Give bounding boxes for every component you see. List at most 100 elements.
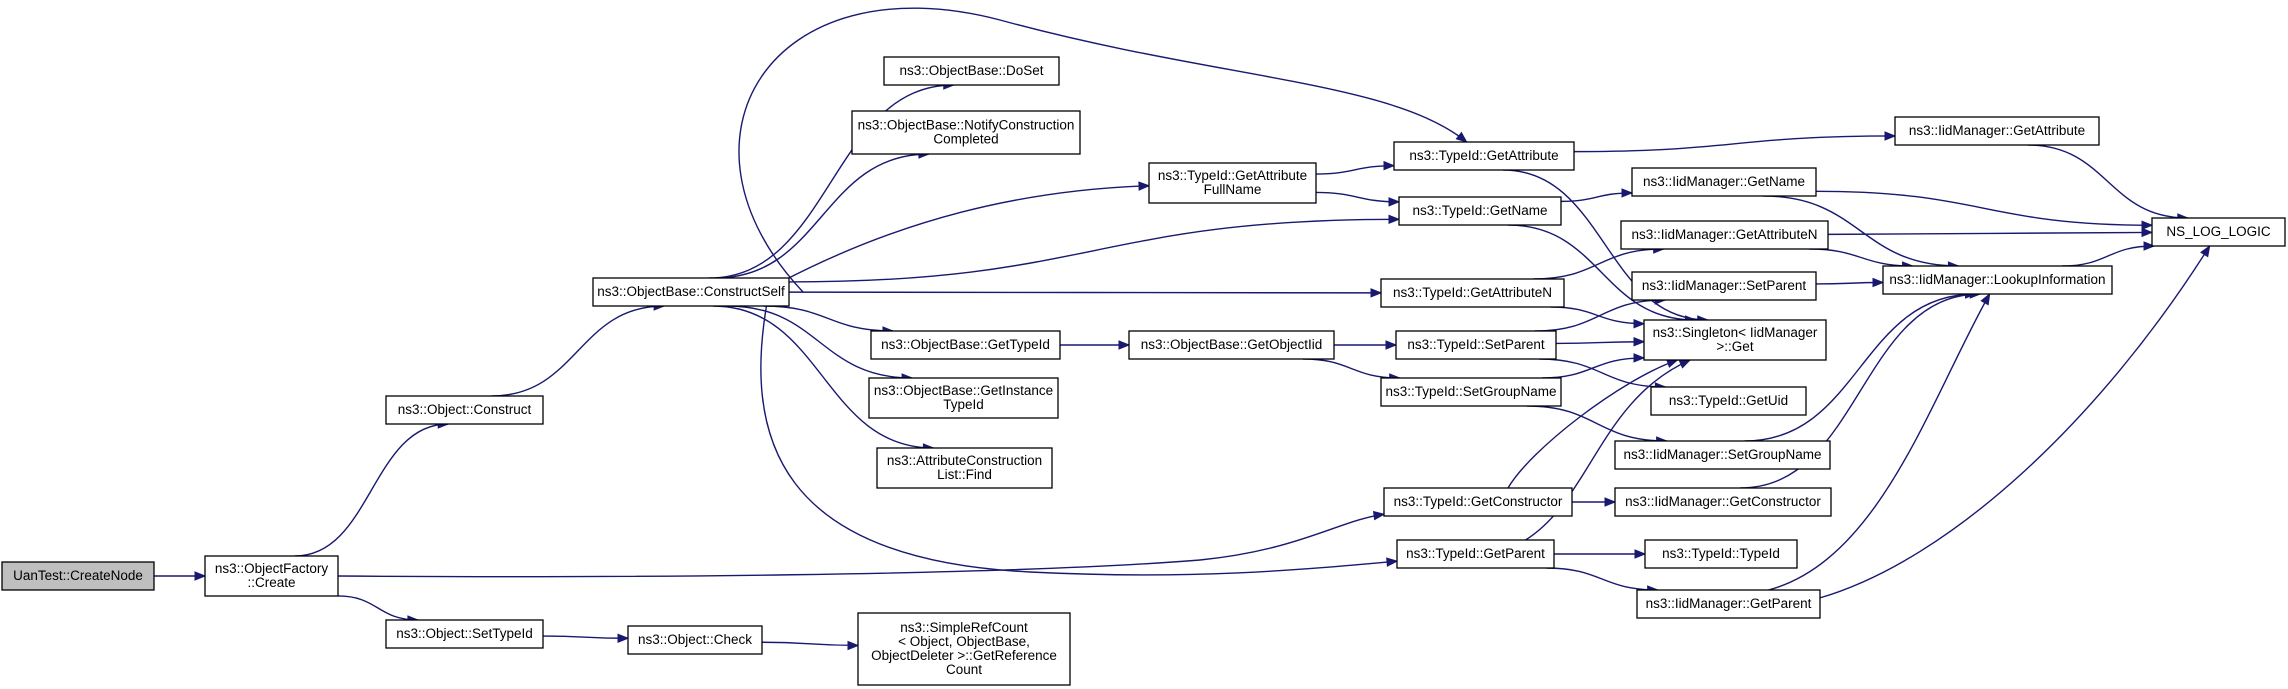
node-notifyconstr[interactable]: ns3::ObjectBase::NotifyConstructionCompl… (851, 110, 1081, 155)
node-box (385, 619, 544, 649)
edge-tid_getname-to-iid_getname (1560, 188, 1634, 203)
node-iid-getparent[interactable]: ns3::IidManager::GetParent (1636, 589, 1821, 619)
node-tid-typeid[interactable]: ns3::TypeId::TypeId (1644, 539, 1798, 569)
node-tid-getuid[interactable]: ns3::TypeId::GetUid (1650, 386, 1807, 416)
node-uantest[interactable]: UanTest::CreateNode (1, 561, 155, 591)
node-label: ns3::TypeId::GetUid (1669, 393, 1788, 408)
edge-iid_setparent-to-iid_lookupinfo (1815, 277, 1885, 288)
node-box (1380, 278, 1565, 308)
node-iid-getname[interactable]: ns3::IidManager::GetName (1631, 167, 1817, 197)
edge-constructself-to-tid_getattrfullname (780, 181, 1151, 283)
node-box (1395, 330, 1557, 360)
node-label: ns3::TypeId::GetName (1412, 203, 1547, 218)
edge-line (1815, 190, 2153, 226)
arrowhead (1386, 557, 1399, 567)
node-singleton-get[interactable]: ns3::Singleton< IidManager>::Get (1643, 319, 1827, 361)
arrowhead (1678, 359, 1692, 369)
node-label: ns3::IidManager::GetName (1643, 174, 1805, 189)
arrowhead (1621, 188, 1634, 198)
edge-iid_setgroupname-to-iid_lookupinfo (1744, 289, 1977, 442)
node-label: ns3::IidManager::LookupInformation (1889, 272, 2105, 287)
node-tid-setgroupname[interactable]: ns3::TypeId::SetGroupName (1380, 377, 1562, 407)
arrowhead (847, 640, 860, 651)
edge-line (1555, 341, 1645, 345)
node-tid-getattributen[interactable]: ns3::TypeId::GetAttributeN (1380, 278, 1565, 308)
arrowhead (2143, 241, 2156, 251)
node-obj-check[interactable]: ns3::Object::Check (627, 625, 763, 655)
node-label: < Object, ObjectBase, (898, 634, 1030, 649)
node-obj-construct[interactable]: ns3::Object::Construct (385, 395, 544, 425)
node-label: ns3::ObjectBase::DoSet (899, 63, 1043, 78)
node-factory-create[interactable]: ns3::ObjectFactory::Create (204, 555, 339, 597)
node-label: ::Create (247, 575, 295, 590)
node-box (870, 330, 1061, 360)
arrowhead (1634, 549, 1647, 559)
node-box (2151, 217, 2286, 247)
node-ns-log-logic[interactable]: NS_LOG_LOGIC (2151, 217, 2286, 247)
node-label: ns3::TypeId::GetAttribute (1158, 168, 1307, 183)
node-label: ns3::ObjectBase::GetObjectIid (1141, 337, 1323, 352)
node-box (1380, 377, 1562, 407)
node-iid-setparent[interactable]: ns3::IidManager::SetParent (1631, 271, 1817, 301)
arrowhead (1872, 277, 1885, 288)
arrowhead (2141, 227, 2154, 238)
edge-obj_construct-to-constructself (491, 301, 666, 397)
edge-line (1768, 293, 1991, 591)
node-box (883, 56, 1060, 86)
node-constructself[interactable]: ns3::ObjectBase::ConstructSelf (592, 277, 790, 307)
node-label: ns3::ObjectBase::GetTypeId (881, 337, 1050, 352)
node-box (1636, 589, 1821, 619)
arrowhead (1385, 340, 1398, 350)
node-ob-gettypeid[interactable]: ns3::ObjectBase::GetTypeId (870, 330, 1061, 360)
edge-factory_create-to-tid_getconstructor (337, 510, 1386, 578)
edge-line (1315, 164, 1395, 175)
edge-line (1819, 245, 2211, 599)
node-doset[interactable]: ns3::ObjectBase::DoSet (883, 56, 1060, 86)
edge-line (1740, 293, 1981, 489)
node-tid-getconstructor[interactable]: ns3::TypeId::GetConstructor (1383, 487, 1573, 517)
edge-line (2061, 245, 2155, 267)
edge-line (715, 153, 929, 279)
node-label: ns3::IidManager::SetParent (1642, 278, 1807, 293)
edge-line (726, 305, 913, 379)
edge-obj_check-to-simplerefcount (761, 640, 860, 651)
node-iid-getconstructor[interactable]: ns3::IidManager::GetConstructor (1614, 487, 1832, 517)
node-tid-setparent[interactable]: ns3::TypeId::SetParent (1395, 330, 1557, 360)
node-label: ns3::Singleton< IidManager (1653, 325, 1818, 340)
edge-constructself-to-tid_getname (788, 214, 1401, 283)
node-box (592, 277, 790, 307)
node-iid-getattributen[interactable]: ns3::IidManager::GetAttributeN (1620, 220, 1829, 250)
node-box (1894, 116, 2100, 146)
node-box (857, 612, 1071, 686)
node-label: TypeId (943, 397, 984, 412)
edge-constructself-to-tid_getparent (760, 291, 1399, 576)
edge-line (1533, 248, 1664, 280)
node-ob-getobjectiid[interactable]: ns3::ObjectBase::GetObjectIid (1128, 330, 1335, 360)
node-iid-lookupinfo[interactable]: ns3::IidManager::LookupInformation (1882, 265, 2113, 295)
edge-constructself-to-tid_getattributen (788, 288, 1383, 298)
edge-tid_getattribute-to-iid_getattribute (1573, 131, 1897, 153)
node-simplerefcount[interactable]: ns3::SimpleRefCount< Object, ObjectBase,… (857, 612, 1071, 686)
node-label: ns3::SimpleRefCount (900, 620, 1028, 635)
node-obj-settypeid[interactable]: ns3::Object::SetTypeId (385, 619, 544, 649)
node-box (1631, 271, 1817, 301)
node-label: ObjectDeleter >::GetReference (871, 648, 1057, 663)
arrowhead (1388, 197, 1401, 207)
node-tid-getparent[interactable]: ns3::TypeId::GetParent (1396, 539, 1555, 569)
node-iid-setgroupname[interactable]: ns3::IidManager::SetGroupName (1614, 440, 1831, 470)
edge-line (337, 513, 1385, 578)
node-tid-getattribute[interactable]: ns3::TypeId::GetAttribute (1393, 141, 1575, 171)
node-iid-getattribute[interactable]: ns3::IidManager::GetAttribute (1894, 116, 2100, 146)
node-box (1128, 330, 1335, 360)
edge-line (1507, 224, 1696, 321)
node-tid-getname[interactable]: ns3::TypeId::GetName (1398, 196, 1562, 226)
node-box (1148, 162, 1317, 204)
edge-line (788, 291, 1382, 294)
node-label: Count (946, 662, 982, 677)
edges-layer (154, 7, 2211, 651)
node-label: ns3::IidManager::GetParent (1646, 596, 1812, 611)
